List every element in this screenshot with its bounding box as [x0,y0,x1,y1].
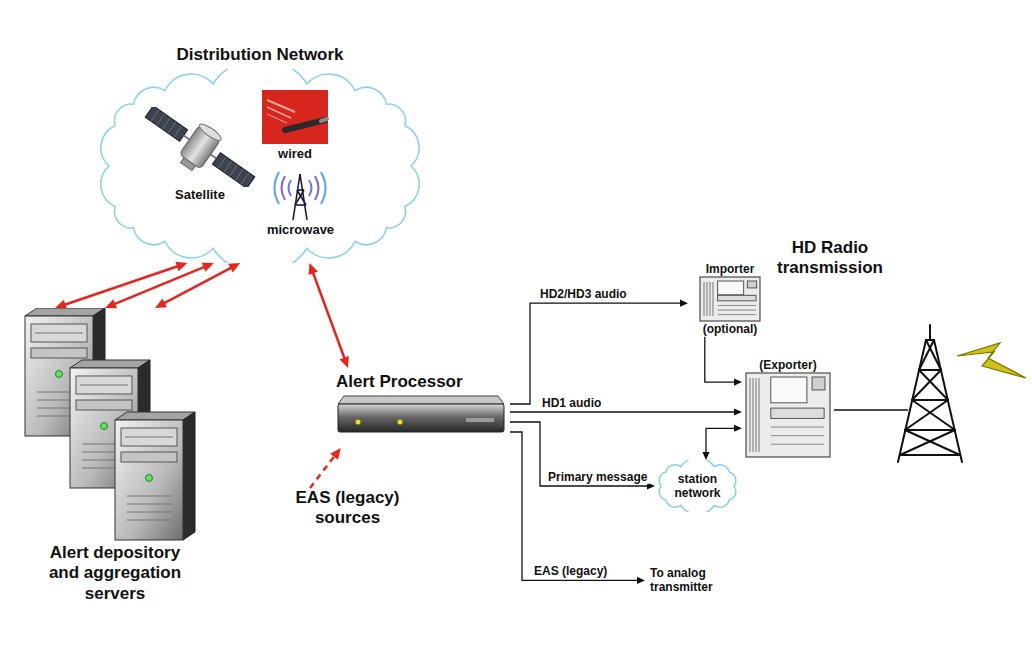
arrowhead [637,577,645,584]
edge-label: Primary message [546,470,649,484]
item-label: Satellite [175,187,225,203]
icon-holder [699,276,761,322]
connector [310,455,335,488]
server-group: Alert depository and aggregation servers [15,308,215,604]
edge-label: HD1 audio [540,396,603,410]
arrowhead [228,263,240,273]
icon-holder [143,107,258,187]
exporter-device [745,372,831,458]
connector [510,422,649,486]
region-title: Distribution Network [176,45,343,65]
signal-bolt [957,343,1026,378]
connector [510,432,639,580]
connector [705,337,736,382]
wired-icon [255,90,335,146]
arrowhead [340,356,349,368]
importer-device [699,276,761,322]
connector [510,303,682,404]
source-label: EAS (legacy) sources [285,488,410,529]
connector [163,267,233,304]
edge-label: HD2/HD3 audio [538,287,629,301]
satellite-icon [143,107,258,187]
microwave-item: microwave [253,170,348,238]
transmitter-tower [898,325,962,462]
arrowhead [175,262,187,271]
alert-processor-device [336,392,506,436]
device-label: (Exporter) [759,358,816,372]
arrowhead [105,299,117,308]
arrowhead [734,425,742,432]
arrowhead [309,263,318,275]
network-label: station network [667,472,729,501]
processor-device: Alert Processor [330,368,510,448]
device-label: Importer [706,262,755,276]
device-label: Alert Processor [336,372,463,392]
item-label: wired [278,146,312,162]
icon-holder [336,392,506,436]
device-label: (optional) [703,322,758,336]
cloud-shape [101,69,419,263]
arrowhead [734,378,742,385]
item-label: microwave [267,222,334,238]
icon-holder [255,90,335,146]
cloud-region: Distribution NetworkSatellite wired microw… [95,45,425,263]
cloud-shape [659,460,736,512]
arrowhead [734,408,742,415]
source-label-node: EAS (legacy) sources [285,488,410,529]
section-title: HD Radio transmission [760,238,900,279]
icon-holder [745,372,831,458]
feed-line [834,409,908,411]
icon-holder [253,170,348,222]
connector [706,428,736,453]
connector [313,271,346,359]
importer-device-node: Importer (optional) [688,262,772,337]
endpoint-label: To analog transmitter [650,566,737,595]
arrowhead [702,452,709,460]
connector [510,411,736,412]
network-cloud: station network [655,460,740,512]
arrowhead [680,300,688,307]
arrowhead [155,298,167,308]
connector [63,266,179,305]
exporter-device-node: (Exporter) [742,358,834,458]
arrowhead [202,263,214,272]
server-stack-icon [15,308,215,543]
wired-item: wired [255,90,335,162]
edge-label: EAS (legacy) [532,564,609,578]
satellite-item: Satellite [145,107,255,203]
microwave-icon [253,170,348,222]
arrowhead [330,448,341,460]
icon-holder [15,308,215,543]
endpoint-label-node: To analog transmitter [645,566,737,595]
group-label: Alert depository and aggregation servers [33,543,198,604]
cloud-outline [95,69,425,263]
